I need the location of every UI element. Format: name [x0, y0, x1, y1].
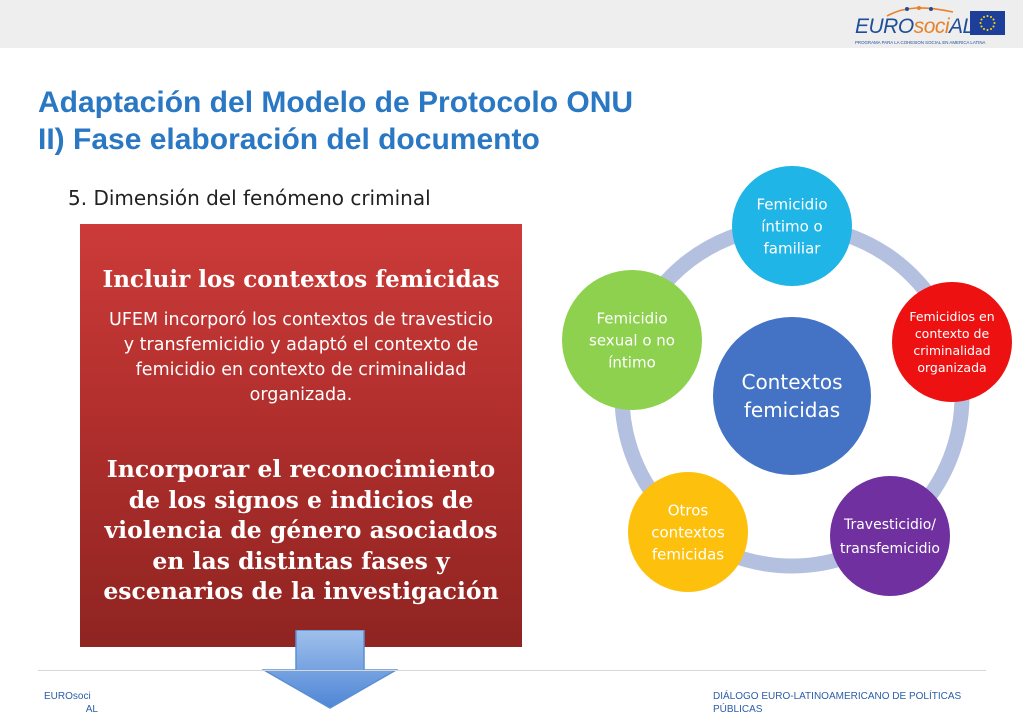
footer-brand: EUROsoci AL: [44, 690, 98, 716]
eu-flag-icon: [970, 11, 1005, 35]
footer-program-line-1: DIÁLOGO EURO-LATINOAMERICANO DE POLÍTICA…: [713, 691, 962, 702]
logo-wordmark: EUROsociAL: [855, 15, 974, 38]
title-line-1: Adaptación del Modelo de Protocolo ONU: [38, 86, 634, 119]
eurosocial-logo: EUROsociAL PROGRAMA PARA LA COHESION SOC…: [855, 4, 1005, 48]
slide-title: Adaptación del Modelo de Protocolo ONU I…: [38, 84, 633, 158]
panel-heading: Incluir los contextos femicidas: [102, 266, 500, 293]
top-banner: EUROsociAL PROGRAMA PARA LA COHESION SOC…: [0, 0, 1023, 48]
cycle-node-4: [628, 472, 748, 592]
footer-brand-line-2: AL: [85, 704, 98, 715]
footer-divider: [38, 670, 986, 671]
cycle-node-3: [830, 476, 950, 596]
cycle-node-3-label: Travesticidio/transfemicidio: [840, 517, 940, 557]
panel-heading-2: Incorporar el reconocimiento de los sign…: [103, 455, 499, 605]
footer-program-line-2: PÚBLICAS: [713, 704, 763, 715]
cycle-node-1: [732, 166, 852, 286]
title-line-2: II) Fase elaboración del documento: [38, 123, 540, 156]
slide-subtitle: 5. Dimensión del fenómeno criminal: [68, 186, 431, 210]
center-node: [713, 317, 871, 475]
red-text-panel: Incluir los contextos femicidas UFEM inc…: [80, 224, 522, 647]
logo-tagline: PROGRAMA PARA LA COHESION SOCIAL EN AMER…: [855, 40, 986, 45]
footer-program: DIÁLOGO EURO-LATINOAMERICANO DE POLÍTICA…: [713, 690, 1003, 716]
cycle-node-5: [562, 270, 702, 410]
panel-paragraph: UFEM incorporó los contextos de travesti…: [109, 310, 493, 405]
cycle-node-2: [892, 282, 1012, 402]
footer-brand-line-1: EUROsoci: [44, 691, 91, 702]
logo-figures-icon: [886, 6, 954, 17]
